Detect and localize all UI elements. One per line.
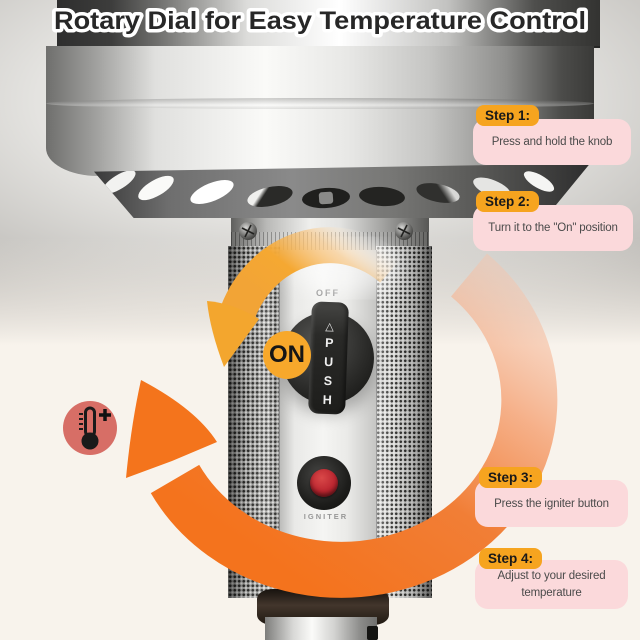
step-3-badge: Step 3: — [479, 467, 543, 488]
step-1-badge: Step 1: — [476, 105, 540, 126]
heater-drum-groove — [46, 98, 594, 109]
igniter-button — [297, 456, 351, 510]
vent-hole — [245, 182, 295, 211]
vent-hole — [134, 171, 178, 205]
thermometer-plus-icon — [63, 401, 117, 455]
step-1-box: Press and hold the knob — [473, 119, 631, 165]
knob-push-label: PUSH — [319, 335, 337, 413]
step-2-box: Turn it to the "On" position — [473, 205, 633, 251]
base-post-notch — [367, 626, 378, 640]
base-post — [265, 617, 377, 640]
page-title: Rotary Dial for Easy Temperature Control — [54, 7, 586, 35]
knob-handle: △ PUSH — [308, 301, 349, 415]
step-2-badge: Step 2: — [476, 191, 540, 212]
vent-hole — [187, 175, 237, 209]
post-mesh-left-shading — [228, 246, 280, 598]
step-3-text: Press the igniter button — [494, 497, 609, 510]
step-4-badge: Step 4: — [479, 548, 543, 569]
on-position-badge: ON — [263, 331, 311, 379]
step-1-text: Press and hold the knob — [491, 136, 613, 148]
vent-hole — [358, 185, 406, 208]
headline-layer: Rotary Dial for Easy Temperature Control — [51, 4, 590, 39]
igniter-red-button — [310, 469, 338, 497]
step-4-text: Adjust to your desired temperature — [497, 569, 606, 599]
thermometer-glyph — [79, 406, 111, 450]
vent-hole — [414, 179, 462, 207]
rotation-arrowhead — [126, 380, 217, 478]
vent-hole — [301, 186, 351, 210]
knob-arrow-icon: △ — [325, 320, 335, 334]
post-mesh-right-shading — [376, 246, 432, 598]
igniter-label: IGNITER — [303, 512, 349, 521]
step-2-text: Turn it to the "On" position — [488, 222, 618, 234]
dial-off-label: OFF — [316, 288, 340, 298]
